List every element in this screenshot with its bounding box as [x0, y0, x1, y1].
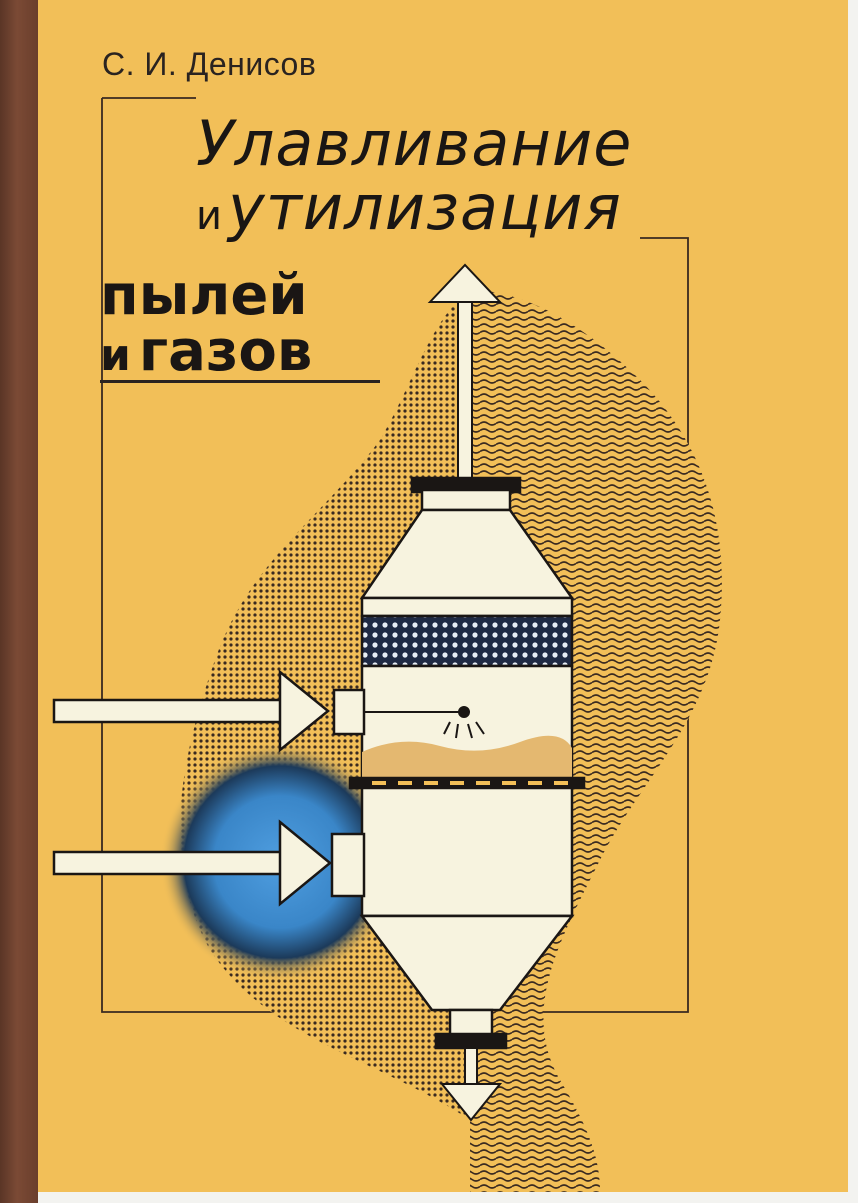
scrubber-column-illustration [348, 476, 586, 1050]
title-line-1: Улавливание [196, 107, 633, 180]
title-line-4-prefix: и [100, 330, 131, 381]
title-line-2-prefix: и [196, 193, 222, 239]
title-underline [100, 380, 380, 383]
arrow-right-icon-lower [52, 819, 366, 907]
book-spine [0, 0, 38, 1203]
arrow-right-icon-upper [52, 669, 366, 753]
title-line-4-word: газов [138, 319, 313, 384]
arrow-down-icon [439, 1047, 503, 1122]
frame-lines [101, 97, 689, 1013]
title-line-3: пылей [100, 263, 308, 328]
author-name: С. И. Денисов [102, 46, 317, 82]
settled-dust [362, 735, 572, 778]
title-line-2-word: утилизация [228, 171, 622, 244]
book-title-upper: Улавливание иутилизация [196, 112, 676, 248]
arrow-up-icon [427, 263, 503, 481]
title-line-2: иутилизация [196, 176, 676, 248]
packed-bed [360, 614, 574, 668]
spray-nozzle-icon [362, 706, 485, 739]
